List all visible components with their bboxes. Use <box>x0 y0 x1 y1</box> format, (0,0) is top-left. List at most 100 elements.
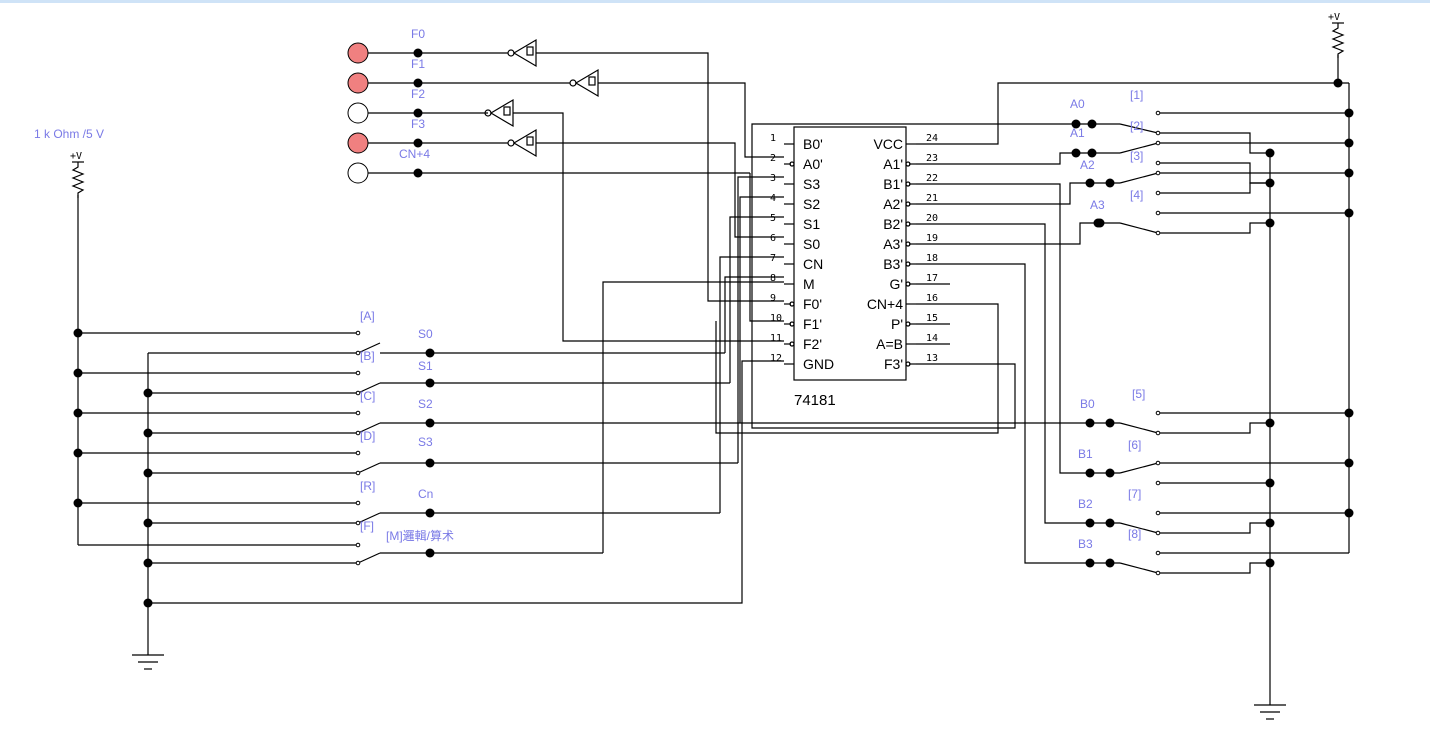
chip-pin-name: G' <box>889 276 903 292</box>
junction-dot <box>425 418 435 428</box>
led-label: F0 <box>411 27 425 41</box>
junction-dot <box>1265 178 1275 188</box>
chip-pin-number: 3 <box>770 173 776 184</box>
junction-dot <box>143 428 153 438</box>
junction-dot <box>425 348 435 358</box>
chip-pin-name: VCC <box>873 136 903 152</box>
junction-dot <box>1085 468 1095 478</box>
toggle-switch-4[interactable] <box>1116 209 1162 233</box>
switch-contact <box>1155 530 1161 536</box>
chip-pin-name: S2 <box>803 196 820 212</box>
junction-dot <box>1344 458 1354 468</box>
switch-contact <box>355 520 361 526</box>
switch-contact <box>1155 140 1161 146</box>
junction-dot <box>1344 508 1354 518</box>
switch-key-label: [A] <box>360 309 375 323</box>
chip-pin-name: S1 <box>803 216 820 232</box>
chip-right-pin-labels: 24VCC23A1'22B1'21A2'20B2'19A3'18B3'17G'1… <box>867 133 938 372</box>
toggle-switch-6[interactable] <box>1116 459 1162 483</box>
junction-dot <box>143 558 153 568</box>
switch-contact <box>1155 550 1161 556</box>
junction-dot <box>1265 478 1275 488</box>
chip-pin-name: CN+4 <box>867 296 903 312</box>
chip-pin-number: 22 <box>926 173 938 184</box>
led-f2-indicator[interactable] <box>347 102 369 124</box>
led-label: CN+4 <box>399 147 430 161</box>
switch-contact <box>355 450 361 456</box>
switch-net-label: S2 <box>418 397 433 411</box>
toggle-switch-8[interactable] <box>1116 549 1162 573</box>
junction-dot <box>1071 119 1081 129</box>
toggle-switch-5[interactable] <box>1116 409 1162 433</box>
switch-contact <box>1155 230 1161 236</box>
chip-pin-number: 13 <box>926 353 938 364</box>
chip-pin-number: 15 <box>926 313 938 324</box>
chip-pin-name: A0' <box>803 156 823 172</box>
switch-net-label: A0 <box>1070 97 1085 111</box>
chip-name-label: 74181 <box>794 392 836 409</box>
switch-contact <box>1155 510 1161 516</box>
led-label: F1 <box>411 57 425 71</box>
left-switch-labels: [A]S0[B]S1[C]S2[D]S3[R]Cn[F] <box>360 309 433 533</box>
switch-net-label: S1 <box>418 359 433 373</box>
switch-key-label: [3] <box>1130 149 1143 163</box>
chip-pin-number: 16 <box>926 293 938 304</box>
junction-dot <box>1085 518 1095 528</box>
junction-dot <box>1093 218 1103 228</box>
switch-key-label: [B] <box>360 349 375 363</box>
chip-pin-name: F0' <box>803 296 822 312</box>
led-label: F3 <box>411 117 425 131</box>
led-f1-indicator[interactable] <box>347 72 369 94</box>
junction-dot <box>413 168 423 178</box>
chip-pin-name: A3' <box>883 236 903 252</box>
switch-contact <box>355 500 361 506</box>
switch-contact <box>1155 410 1161 416</box>
junction-dot <box>1265 558 1275 568</box>
chip-pin-name: F2' <box>803 336 822 352</box>
led-f3-indicator[interactable] <box>347 132 369 154</box>
junction-dot <box>1265 518 1275 528</box>
chip-pin-number: 4 <box>770 193 776 204</box>
chip-pin-name: M <box>803 276 815 292</box>
switch-net-label: B0 <box>1080 397 1095 411</box>
led-cn4-indicator[interactable] <box>347 162 369 184</box>
junction-dot <box>1344 208 1354 218</box>
junction-dot <box>143 518 153 528</box>
chip-pin-name: A=B <box>876 336 903 352</box>
switch-key-label: [1] <box>1130 88 1143 102</box>
junction-dot <box>1087 148 1097 158</box>
right-switch-labels: [1]A0[2]A1[3]A2[4]A3[5]B0[6]B1[7]B2[8]B3 <box>1070 88 1162 573</box>
junction-dot <box>1105 558 1115 568</box>
switch-key-label: [6] <box>1128 438 1141 452</box>
switch-net-label: A1 <box>1070 126 1085 140</box>
switch-contact <box>355 370 361 376</box>
led-f0-indicator[interactable] <box>347 42 369 64</box>
junction-dot <box>1085 418 1095 428</box>
chip-pin-number: 21 <box>926 193 938 204</box>
mode-switch-label: [M]邏輯/算术 <box>386 528 454 543</box>
wire-layer <box>77 52 1350 705</box>
switch-key-label: [F] <box>360 519 374 533</box>
chip-pin-number: 20 <box>926 213 938 224</box>
junction-dot <box>1344 408 1354 418</box>
junction-dot <box>413 48 423 58</box>
junction-dot <box>73 408 83 418</box>
chip-pin-number: 2 <box>770 153 776 164</box>
switch-key-label: [D] <box>360 429 375 443</box>
chip-pin-number: 8 <box>770 273 776 284</box>
switch-key-label: [C] <box>360 389 375 403</box>
chip-pin-number: 19 <box>926 233 938 244</box>
chip-pin-name: B0' <box>803 136 823 152</box>
junction-dots <box>73 48 1354 608</box>
inverter-f1 <box>569 68 599 98</box>
junction-dot <box>425 378 435 388</box>
chip-pin-number: 5 <box>770 213 776 224</box>
junction-dot <box>143 468 153 478</box>
chip-pin-name: GND <box>803 356 834 372</box>
switch-net-label: B3 <box>1078 537 1093 551</box>
junction-dot <box>1105 468 1115 478</box>
junction-dot <box>1085 558 1095 568</box>
junction-dot <box>425 548 435 558</box>
junction-dot <box>413 138 423 148</box>
